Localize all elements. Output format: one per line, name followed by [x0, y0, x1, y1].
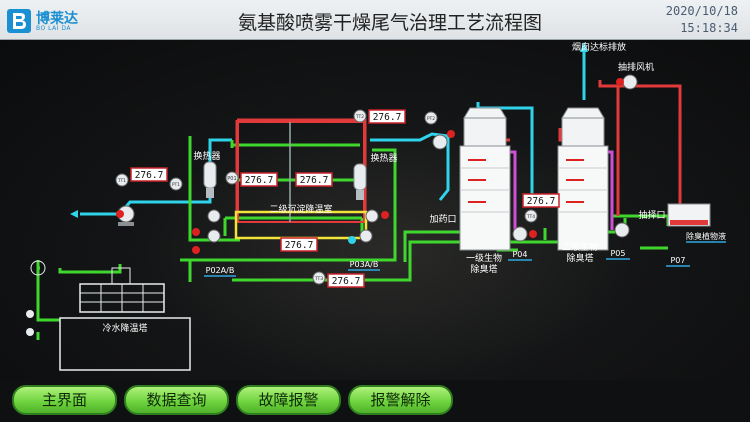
exhaust-fan: 抽排风机 [616, 61, 654, 90]
readout-bottom-line: 276.7 [327, 273, 365, 288]
inlet-fan [116, 205, 135, 226]
page-title: 氨基酸喷雾干燥尾气治理工艺流程图 [237, 12, 542, 34]
header-bar: 博莱达 BO LAI DA 氨基酸喷雾干燥尾气治理工艺流程图 2020/10/1… [0, 0, 750, 40]
pump-p07-label: P07 [670, 256, 685, 265]
readout-settle-left: 276.7 [240, 172, 278, 187]
return-pipes-red [235, 80, 682, 222]
pump-p03-group: P03A/B [348, 209, 389, 271]
readout-settle-left-value: 276.7 [245, 175, 274, 186]
bio-tower-2: 二级生物 除臭塔 [557, 107, 609, 264]
date-display: 2020/10/18 [665, 4, 738, 18]
process-flow-diagram: 二级沉淀降温室 换热器 换热器 P02A/B [26, 41, 726, 371]
process-diagram-area: 二级沉淀降温室 换热器 换热器 P02A/B [0, 40, 750, 380]
heat-exchanger-right: 换热器 [353, 152, 398, 200]
logo-name: 博莱达 [36, 11, 78, 27]
exhaust-fan-label: 抽排风机 [618, 61, 654, 73]
pump-p04: P04 [508, 226, 537, 261]
pump-p03-label: P03A/B [350, 260, 379, 269]
deodorant-tank: 除臭植物液 P07 [666, 203, 726, 267]
data-query-button[interactable]: 数据查询 [124, 385, 229, 415]
readout-left-hx: 276.7 [130, 167, 168, 182]
readout-tower-mid-value: 276.7 [527, 196, 556, 207]
sensor-pt1: PT1 [172, 182, 180, 188]
readout-left-hx-value: 276.7 [135, 170, 164, 181]
sensor-tt4: TT4 [526, 214, 535, 220]
cooling-tower: 冷水降温塔 [26, 260, 191, 371]
sensor-tt2: TT2 [355, 114, 364, 120]
readout-settle-right-value: 276.7 [300, 175, 329, 186]
deodorant-tank-label: 除臭植物液 [686, 231, 726, 241]
readout-bottom-line-value: 276.7 [332, 276, 361, 287]
heat-exchanger-left: 换热器 [193, 150, 221, 198]
tower1-label-line2: 除臭塔 [470, 263, 497, 275]
sensor-tt1: TT1 [117, 178, 126, 184]
readout-tower-mid: 276.7 [522, 193, 560, 208]
readout-top-right: 276.7 [368, 109, 406, 124]
tower-inlet-fan [432, 130, 455, 150]
main-screen-button[interactable]: 主界面 [12, 385, 117, 415]
sensor-tt3: TT3 [314, 276, 323, 282]
pump-p01: P01 [225, 171, 239, 185]
readout-settle-right: 276.7 [295, 172, 333, 187]
pump-p01-label: P01 [227, 176, 236, 182]
tower1-label-line1: 一级生物 [466, 252, 502, 264]
settling-room-label: 二级沉淀降温室 [269, 203, 332, 215]
pump-p05-label: P05 [610, 249, 625, 258]
pump-p02-group: P02A/B [192, 209, 236, 277]
heat-exchanger-left-label: 换热器 [193, 150, 220, 162]
time-display: 15:18:34 [680, 21, 738, 35]
drain-port-label: 抽择口 [638, 209, 665, 221]
bio-tower-1: 一级生物 除臭塔 [459, 107, 511, 275]
cooling-tower-label: 冷水降温塔 [102, 322, 147, 334]
pump-p02-label: P02A/B [206, 266, 235, 275]
navigation-bar: 主界面 数据查询 故障报警 报警解除 [0, 380, 750, 422]
tower2-label-line1: 二级生物 [562, 241, 598, 253]
tower2-label-line2: 除臭塔 [566, 252, 593, 264]
heat-exchanger-right-label: 换热器 [370, 152, 397, 164]
pump-p04-label: P04 [512, 250, 527, 259]
pump-p05: P05 [606, 222, 630, 260]
logo-mark-icon [7, 9, 31, 33]
exhaust-standard-label: 烟囱达标排放 [572, 41, 626, 53]
sensor-icons [115, 109, 538, 285]
sensor-pt2: PT2 [427, 116, 435, 122]
readout-settle-bottom-value: 276.7 [285, 240, 314, 251]
readout-top-right-value: 276.7 [373, 112, 402, 123]
fault-alarm-button[interactable]: 故障报警 [236, 385, 341, 415]
readout-settle-bottom: 276.7 [280, 237, 318, 252]
dosing-port-label: 加药口 [429, 214, 456, 225]
logo-subtitle: BO LAI DA [36, 25, 72, 32]
alarm-reset-button[interactable]: 报警解除 [348, 385, 453, 415]
company-logo: 博莱达 BO LAI DA [6, 6, 96, 36]
